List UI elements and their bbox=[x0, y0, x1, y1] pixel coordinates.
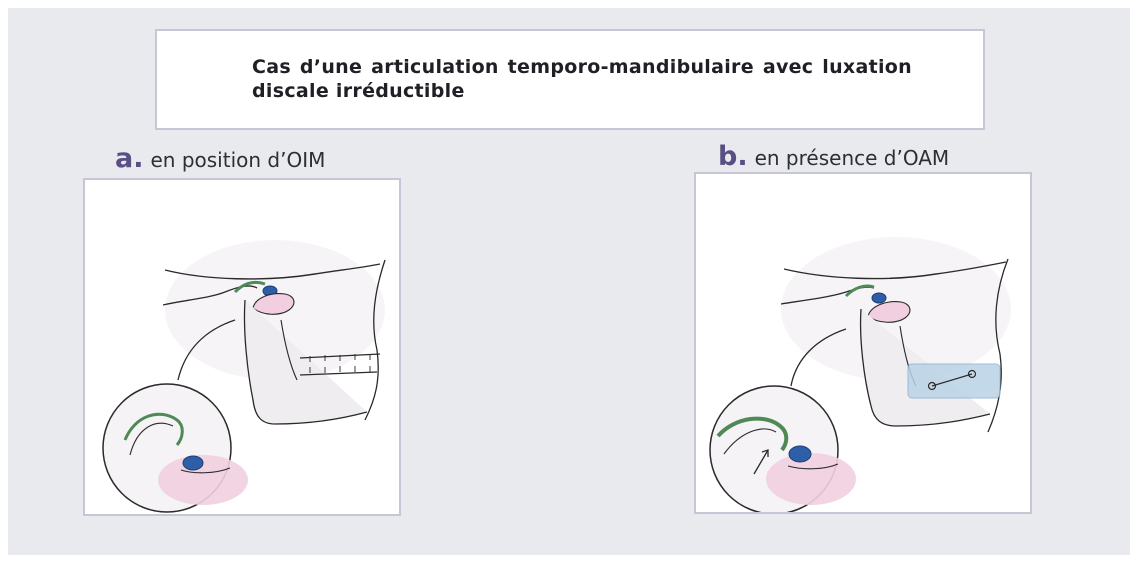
panel-b-illustration bbox=[694, 172, 1032, 514]
caption-a-letter: a. bbox=[115, 143, 143, 174]
caption-b-letter: b. bbox=[718, 141, 748, 172]
caption-b: b. en présence d’OAM bbox=[718, 141, 949, 172]
jaw-illustration-oim bbox=[85, 180, 401, 516]
panel-a-illustration bbox=[83, 178, 401, 516]
caption-a: a. en position d’OIM bbox=[115, 143, 325, 174]
figure-canvas: Cas d’une articulation temporo-mandibula… bbox=[8, 8, 1130, 555]
figure-title: Cas d’une articulation temporo-mandibula… bbox=[252, 55, 912, 103]
caption-b-text: en présence d’OAM bbox=[755, 146, 950, 170]
title-box: Cas d’une articulation temporo-mandibula… bbox=[155, 29, 985, 130]
jaw-illustration-oam bbox=[696, 174, 1032, 514]
caption-a-text: en position d’OIM bbox=[150, 148, 325, 172]
